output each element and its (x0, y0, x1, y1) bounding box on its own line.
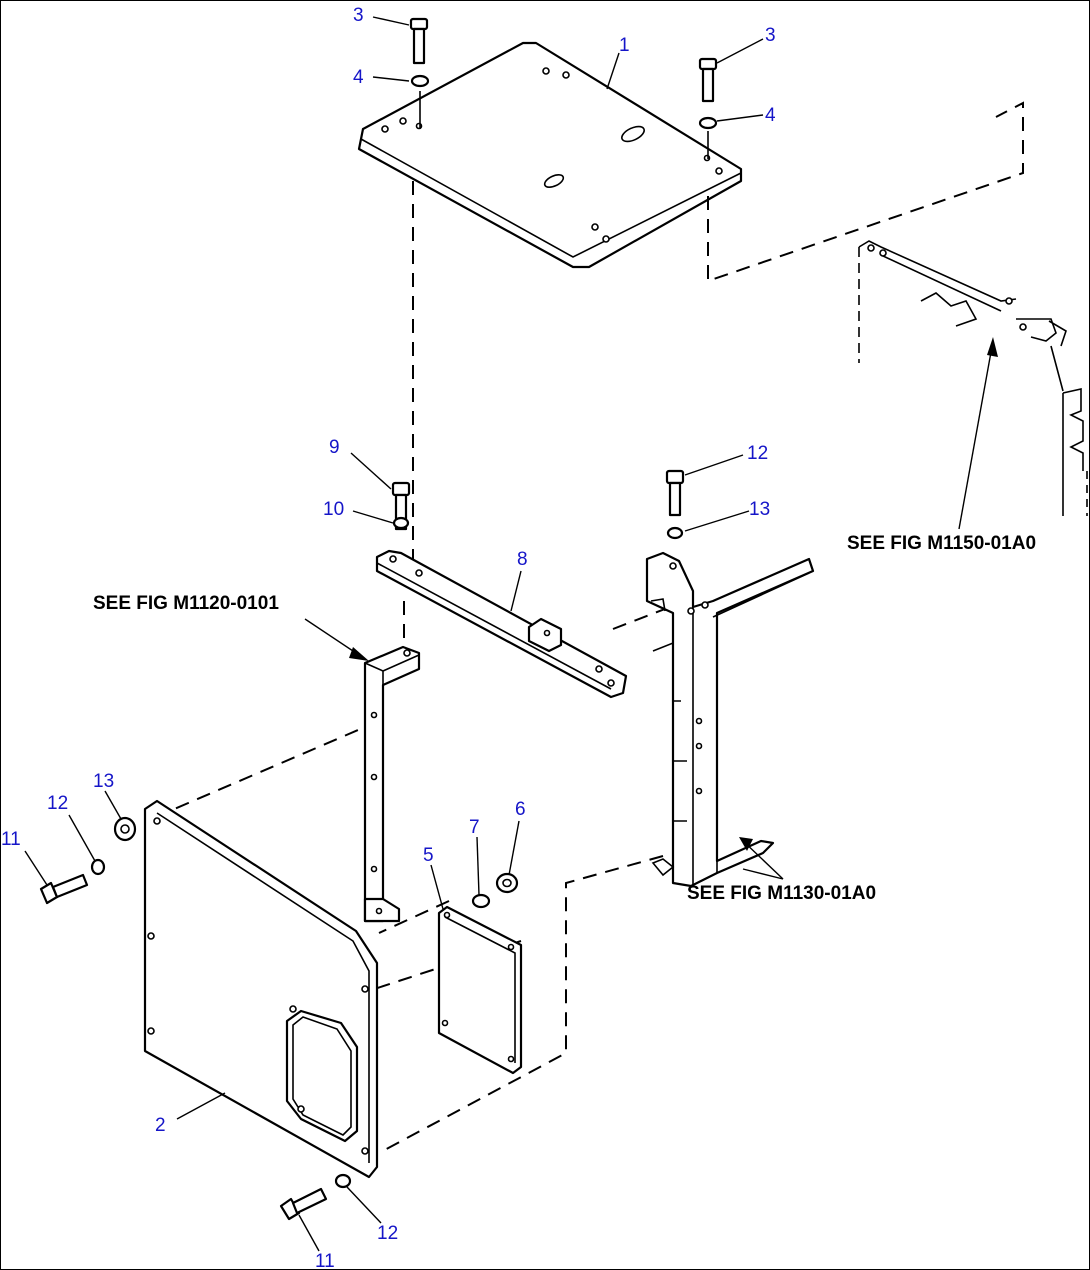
vertical-post (363, 645, 421, 923)
bracket-bar (375, 549, 628, 699)
reference-frame-m1150 (858, 240, 1088, 516)
callout-1: 1 (619, 35, 630, 56)
small-cover-plate (437, 905, 523, 1075)
leader-lines (24, 16, 764, 1252)
callout-4-top-left: 4 (353, 67, 364, 88)
side-panel (143, 799, 379, 1179)
callout-3-top-left: 3 (353, 5, 364, 26)
bolt-11-left (39, 816, 137, 905)
bolt-top-left (409, 17, 430, 129)
bolt-11-bottom (279, 1173, 352, 1221)
callout-3-top-right: 3 (765, 25, 776, 46)
callout-13-upper: 13 (749, 499, 770, 520)
nut-6 (495, 872, 519, 894)
callout-8: 8 (517, 549, 528, 570)
arrowhead-m1120 (349, 647, 369, 661)
callout-6: 6 (515, 799, 526, 820)
ref-fig-m1130: SEE FIG M1130-01A0 (687, 883, 876, 904)
bolt-12-upper (665, 469, 685, 540)
callout-11-bottom: 11 (315, 1251, 335, 1270)
ref-fig-m1150: SEE FIG M1150-01A0 (847, 533, 1036, 554)
main-frame-m1130 (645, 551, 815, 888)
callout-2: 2 (155, 1115, 166, 1136)
callout-5: 5 (423, 845, 434, 866)
callout-13-left: 13 (93, 771, 114, 792)
bolt-top-right (698, 57, 718, 159)
callout-4-top-right: 4 (765, 105, 776, 126)
callout-7: 7 (469, 817, 480, 838)
callout-11-left: 11 (1, 829, 21, 850)
callout-10: 10 (323, 499, 344, 520)
callout-12-upper: 12 (747, 443, 768, 464)
arrowhead-m1150 (987, 337, 998, 357)
assembly-lines (150, 101, 1024, 1154)
callout-12-bottom: 12 (377, 1223, 398, 1244)
callout-labels: 3 4 1 3 4 9 10 12 13 8 13 12 11 7 6 5 2 … (1, 5, 776, 1270)
washer-7 (471, 893, 491, 909)
arrowhead-m1130 (739, 837, 753, 851)
ref-fig-m1120: SEE FIG M1120-0101 (93, 593, 279, 614)
callout-12-left: 12 (47, 793, 68, 814)
reference-arrows (304, 337, 998, 880)
figure-references: SEE FIG M1150-01A0 SEE FIG M1120-0101 SE… (93, 533, 1036, 904)
bolt-9 (391, 481, 411, 531)
callout-9: 9 (329, 437, 340, 458)
top-cover-plate (357, 41, 743, 269)
